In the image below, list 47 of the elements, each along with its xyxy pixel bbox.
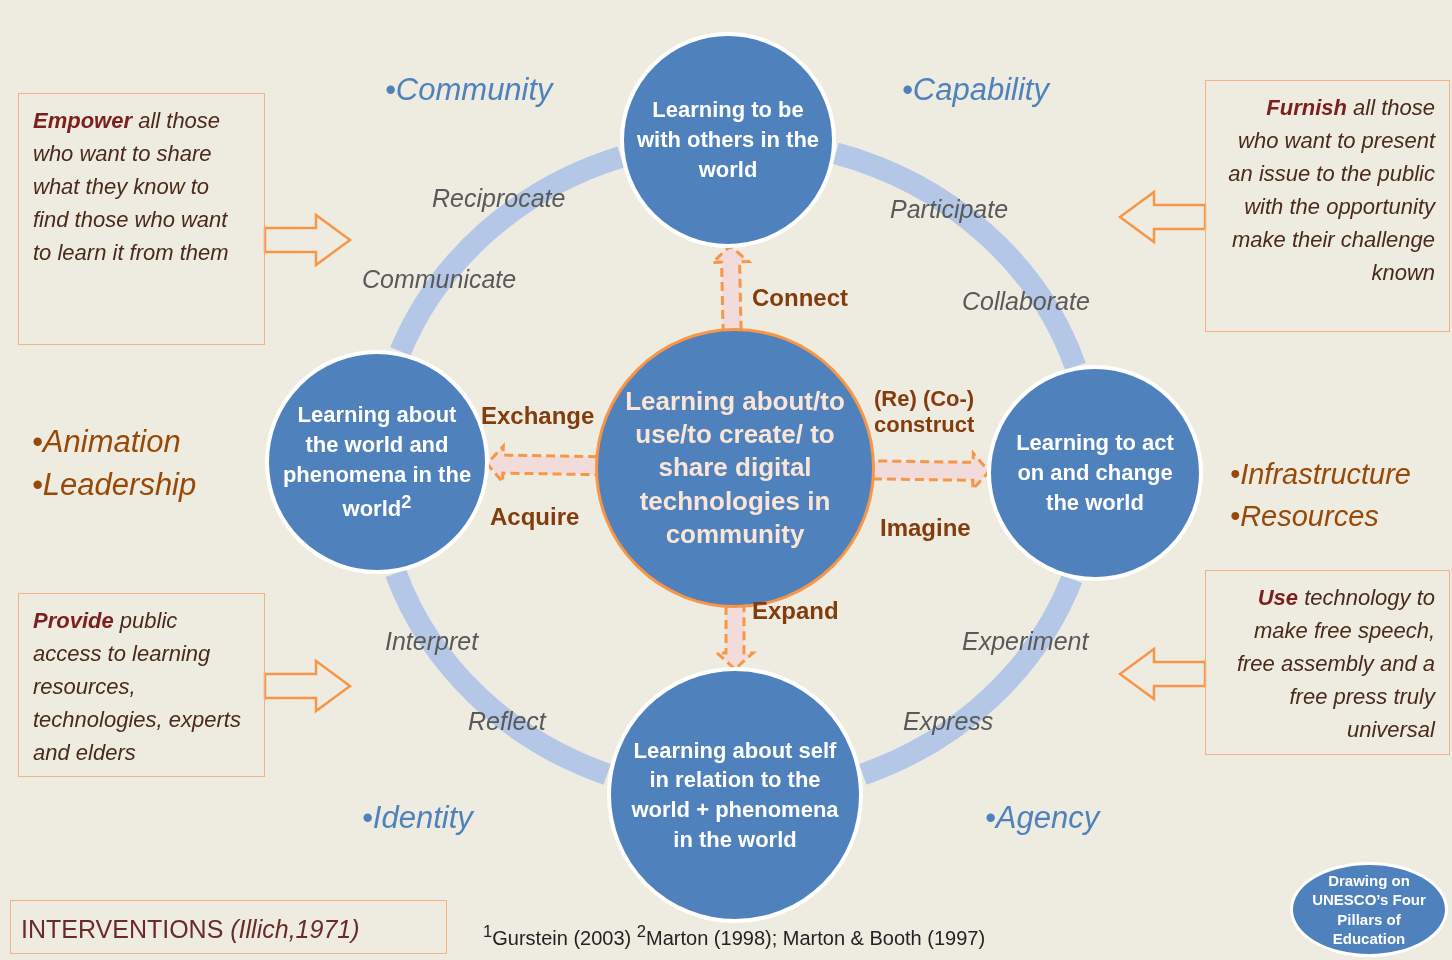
node-text: INTERVENTIONS (Illich,1971) bbox=[21, 914, 361, 945]
block-arrow bbox=[263, 212, 353, 268]
ring-connector bbox=[385, 568, 612, 785]
ring-label: Reciprocate bbox=[432, 184, 566, 213]
block-arrow bbox=[1117, 189, 1207, 245]
node-text: Learning about self in relation to the world + phenomena in the world bbox=[630, 736, 840, 854]
node-text: Learning about the world and phenomena in the world$^{2}$ bbox=[281, 401, 473, 523]
ring-connector bbox=[832, 142, 1086, 371]
action-label: Imagine bbox=[880, 514, 971, 542]
action-label: Exchange bbox=[481, 402, 595, 430]
bullet-label: •Resources bbox=[1230, 500, 1379, 533]
bullet-label: •Community bbox=[385, 72, 553, 108]
ring-label: Experiment bbox=[962, 627, 1089, 656]
block-arrow bbox=[263, 658, 353, 714]
heading-box bbox=[10, 900, 447, 954]
action-label: Acquire bbox=[490, 503, 580, 531]
block-arrow bbox=[1117, 646, 1207, 702]
ring-label: Express bbox=[903, 707, 994, 736]
node-text: Provide public access to learning resources, technologies, experts and elders bbox=[33, 607, 242, 767]
node-text: Learning to be with others in the world bbox=[635, 96, 821, 184]
node-text: Drawing on UNESCO’s Four Pillars of Education bbox=[1311, 870, 1427, 949]
bullet-label: •Animation bbox=[32, 424, 181, 460]
ring-connector bbox=[390, 146, 625, 357]
action-label: Connect bbox=[752, 284, 848, 312]
bullet-label: •Agency bbox=[985, 800, 1100, 836]
ring-label: Reflect bbox=[468, 707, 546, 736]
node-text: Learning to act on and change the world bbox=[1015, 429, 1175, 517]
ring-connector bbox=[858, 574, 1082, 785]
bullet-label: •Identity bbox=[362, 800, 473, 836]
intervention-box bbox=[1205, 80, 1450, 332]
bullet-label: •Capability bbox=[902, 72, 1049, 108]
footnote: $^{1}$Gurstein (2003) $^{2}$Marton (1998); Marton & Booth (1997) bbox=[483, 922, 986, 950]
ring-label: Participate bbox=[890, 195, 1009, 224]
node-text: Use technology to make free speech, free assembly and a free press truly universal bbox=[1235, 584, 1435, 744]
bullet-label: •Leadership bbox=[32, 467, 197, 503]
intervention-box bbox=[18, 593, 265, 777]
ring-label: Communicate bbox=[362, 265, 517, 294]
node-text: Furnish all those who want to present an issue to the public with the opportunity make their challenge known bbox=[1227, 94, 1435, 287]
node-text: Empower all those who want to share what they know to find those who want to learn it from them bbox=[33, 107, 230, 267]
intervention-box bbox=[1205, 570, 1450, 755]
intervention-box bbox=[18, 93, 265, 345]
action-label: (Re) (Co-) construct bbox=[874, 386, 976, 439]
node-text: Learning about/to use/to create/ to share digital technologies in community bbox=[624, 384, 846, 551]
bullet-label: •Infrastructure bbox=[1230, 458, 1411, 491]
action-label: Expand bbox=[752, 597, 839, 625]
ring-label: Interpret bbox=[385, 627, 479, 656]
ring-label: Collaborate bbox=[962, 287, 1090, 316]
